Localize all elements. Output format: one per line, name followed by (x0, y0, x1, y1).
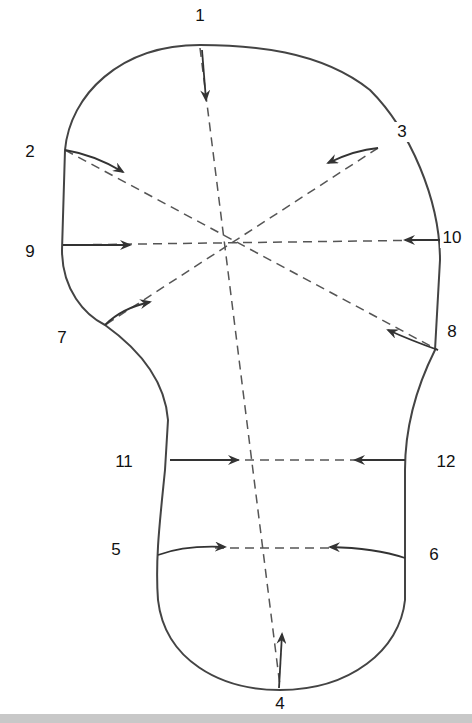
sole-outline (62, 45, 440, 690)
arrows (63, 50, 440, 688)
callout-number: 5 (108, 540, 123, 561)
callout-number: 12 (434, 452, 459, 473)
callout-number: 6 (426, 545, 441, 566)
callout-number: 3 (394, 122, 409, 143)
callout-number: 10 (440, 228, 465, 249)
callout-number: 2 (22, 142, 37, 163)
callout-number: 8 (444, 322, 459, 343)
callout-number: 9 (22, 242, 37, 263)
callout-number: 1 (192, 6, 207, 27)
callout-number: 7 (54, 328, 69, 349)
bottom-band (0, 714, 472, 723)
dashed-lines (63, 48, 440, 686)
callout-number: 11 (112, 452, 136, 473)
callout-number: 4 (272, 694, 287, 715)
